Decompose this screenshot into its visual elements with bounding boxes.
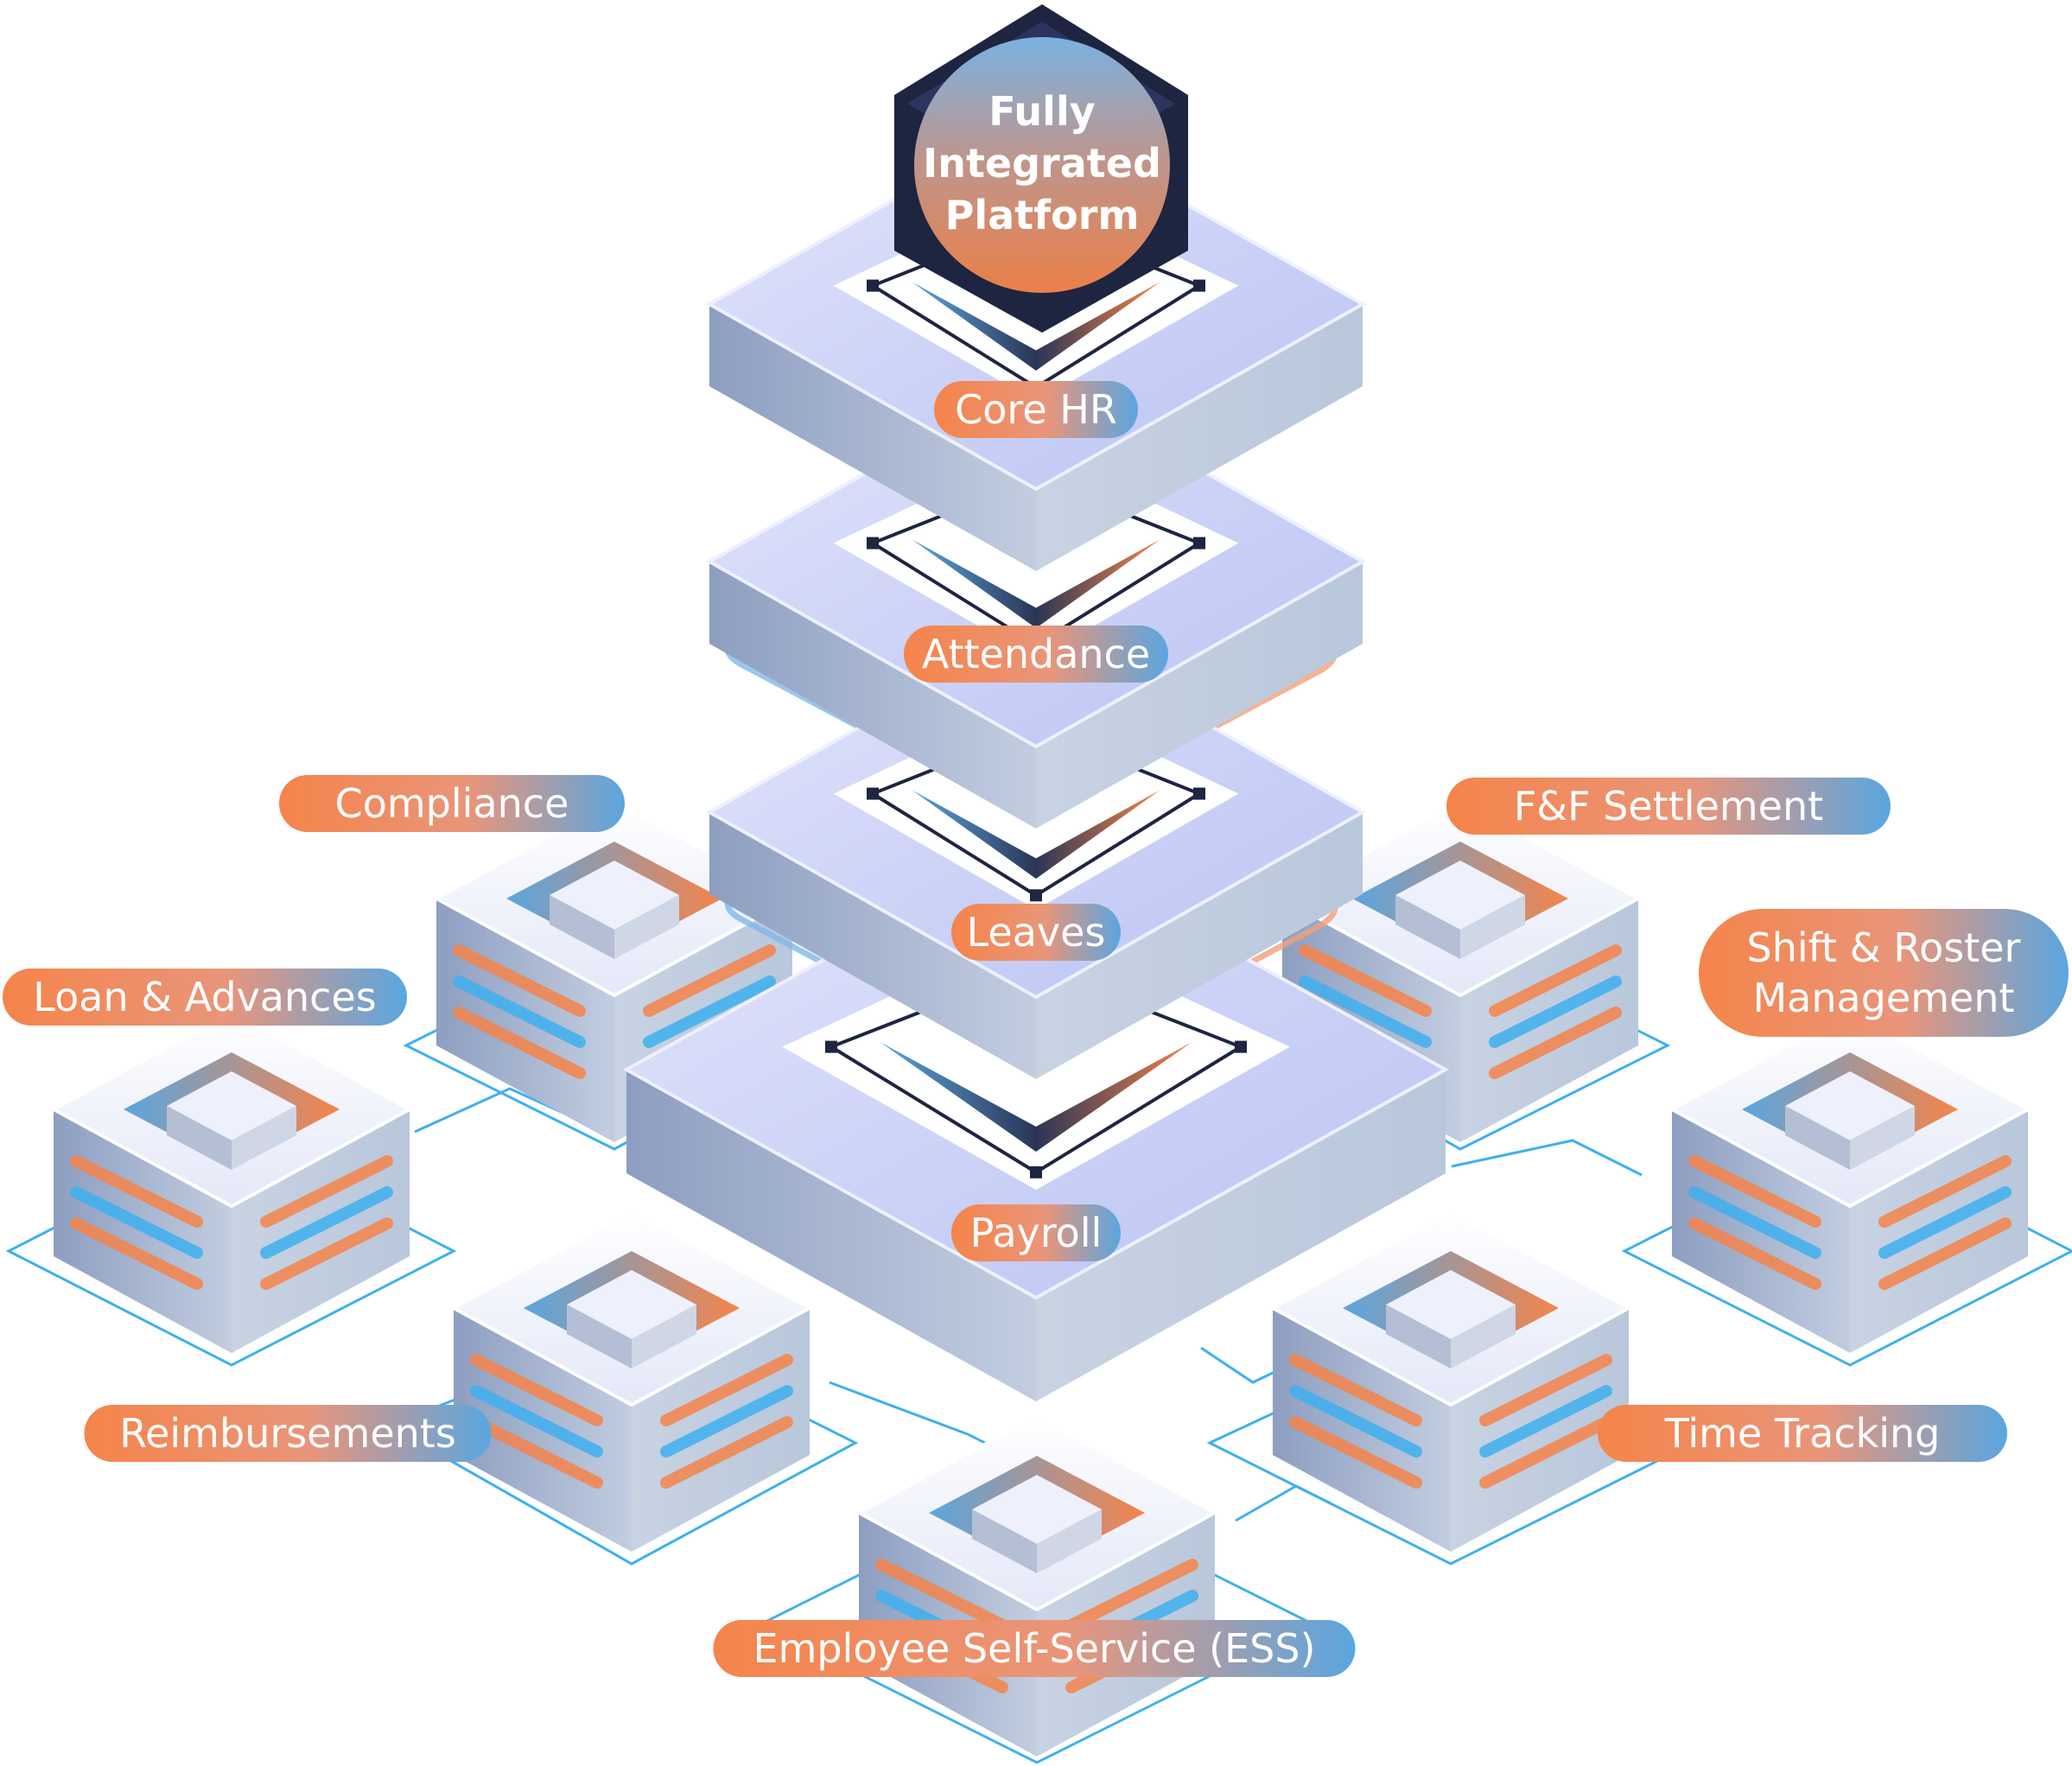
payroll-label: Payroll	[951, 1204, 1121, 1261]
label-pill	[84, 1405, 492, 1462]
compliance-label: Compliance	[279, 775, 625, 832]
ff-settlement-label-text: F&F Settlement	[1514, 783, 1823, 829]
reimbursements-label-text: Reimbursements	[119, 1410, 456, 1457]
shift-roster-label-text: Management	[1752, 975, 2014, 1021]
label-pill	[1598, 1405, 2007, 1462]
ff-settlement-label: F&F Settlement	[1446, 778, 1891, 835]
compliance-server	[435, 800, 794, 1142]
label-pill	[1699, 909, 2069, 1037]
loan-advances-label: Loan & Advances	[3, 969, 407, 1026]
attendance-label: Attendance	[904, 626, 1168, 683]
front-modules	[452, 1210, 1630, 1756]
ess-server	[857, 1414, 1217, 1756]
label-pill	[951, 904, 1121, 961]
ess-label: Employee Self-Service (ESS)	[713, 1620, 1356, 1677]
payroll-label-text: Payroll	[970, 1210, 1103, 1256]
compliance-label-text: Compliance	[335, 780, 569, 827]
hub-title-line: Integrated	[923, 140, 1161, 187]
circuit-trace	[1235, 1484, 1332, 1522]
shift-roster-server	[1670, 1011, 2030, 1353]
shift-roster-label-text: Shift & Roster	[1747, 924, 2021, 971]
reimbursements-server	[452, 1210, 811, 1552]
back-modules	[52, 800, 2030, 1353]
platform-orb	[914, 37, 1170, 293]
attendance-label-text: Attendance	[922, 631, 1150, 677]
circuit-trace	[1451, 1139, 1643, 1177]
time-tracking-label: Time Tracking	[1598, 1405, 2007, 1462]
core-hr-label-text: Core HR	[955, 386, 1117, 433]
leaves-label: Leaves	[951, 904, 1121, 961]
leaves-label-text: Leaves	[967, 909, 1106, 956]
time-tracking-label-text: Time Tracking	[1664, 1410, 1941, 1457]
hub-title-line: Fully	[988, 88, 1095, 135]
label-pill	[3, 969, 407, 1026]
label-pill	[951, 1204, 1121, 1261]
time-tracking-server	[1271, 1210, 1630, 1552]
label-pill	[713, 1620, 1356, 1677]
ess-label-text: Employee Self-Service (ESS)	[753, 1625, 1316, 1672]
loan-advances-label-text: Loan & Advances	[33, 974, 376, 1020]
reimbursements-label: Reimbursements	[84, 1405, 492, 1462]
hub-title-line: Platform	[945, 192, 1140, 238]
label-pill	[279, 775, 625, 832]
label-pill	[934, 381, 1138, 438]
label-pill	[1446, 778, 1891, 835]
core-hr-label: Core HR	[934, 381, 1138, 438]
label-pill	[904, 626, 1168, 683]
loan-advances-server	[52, 1011, 411, 1353]
